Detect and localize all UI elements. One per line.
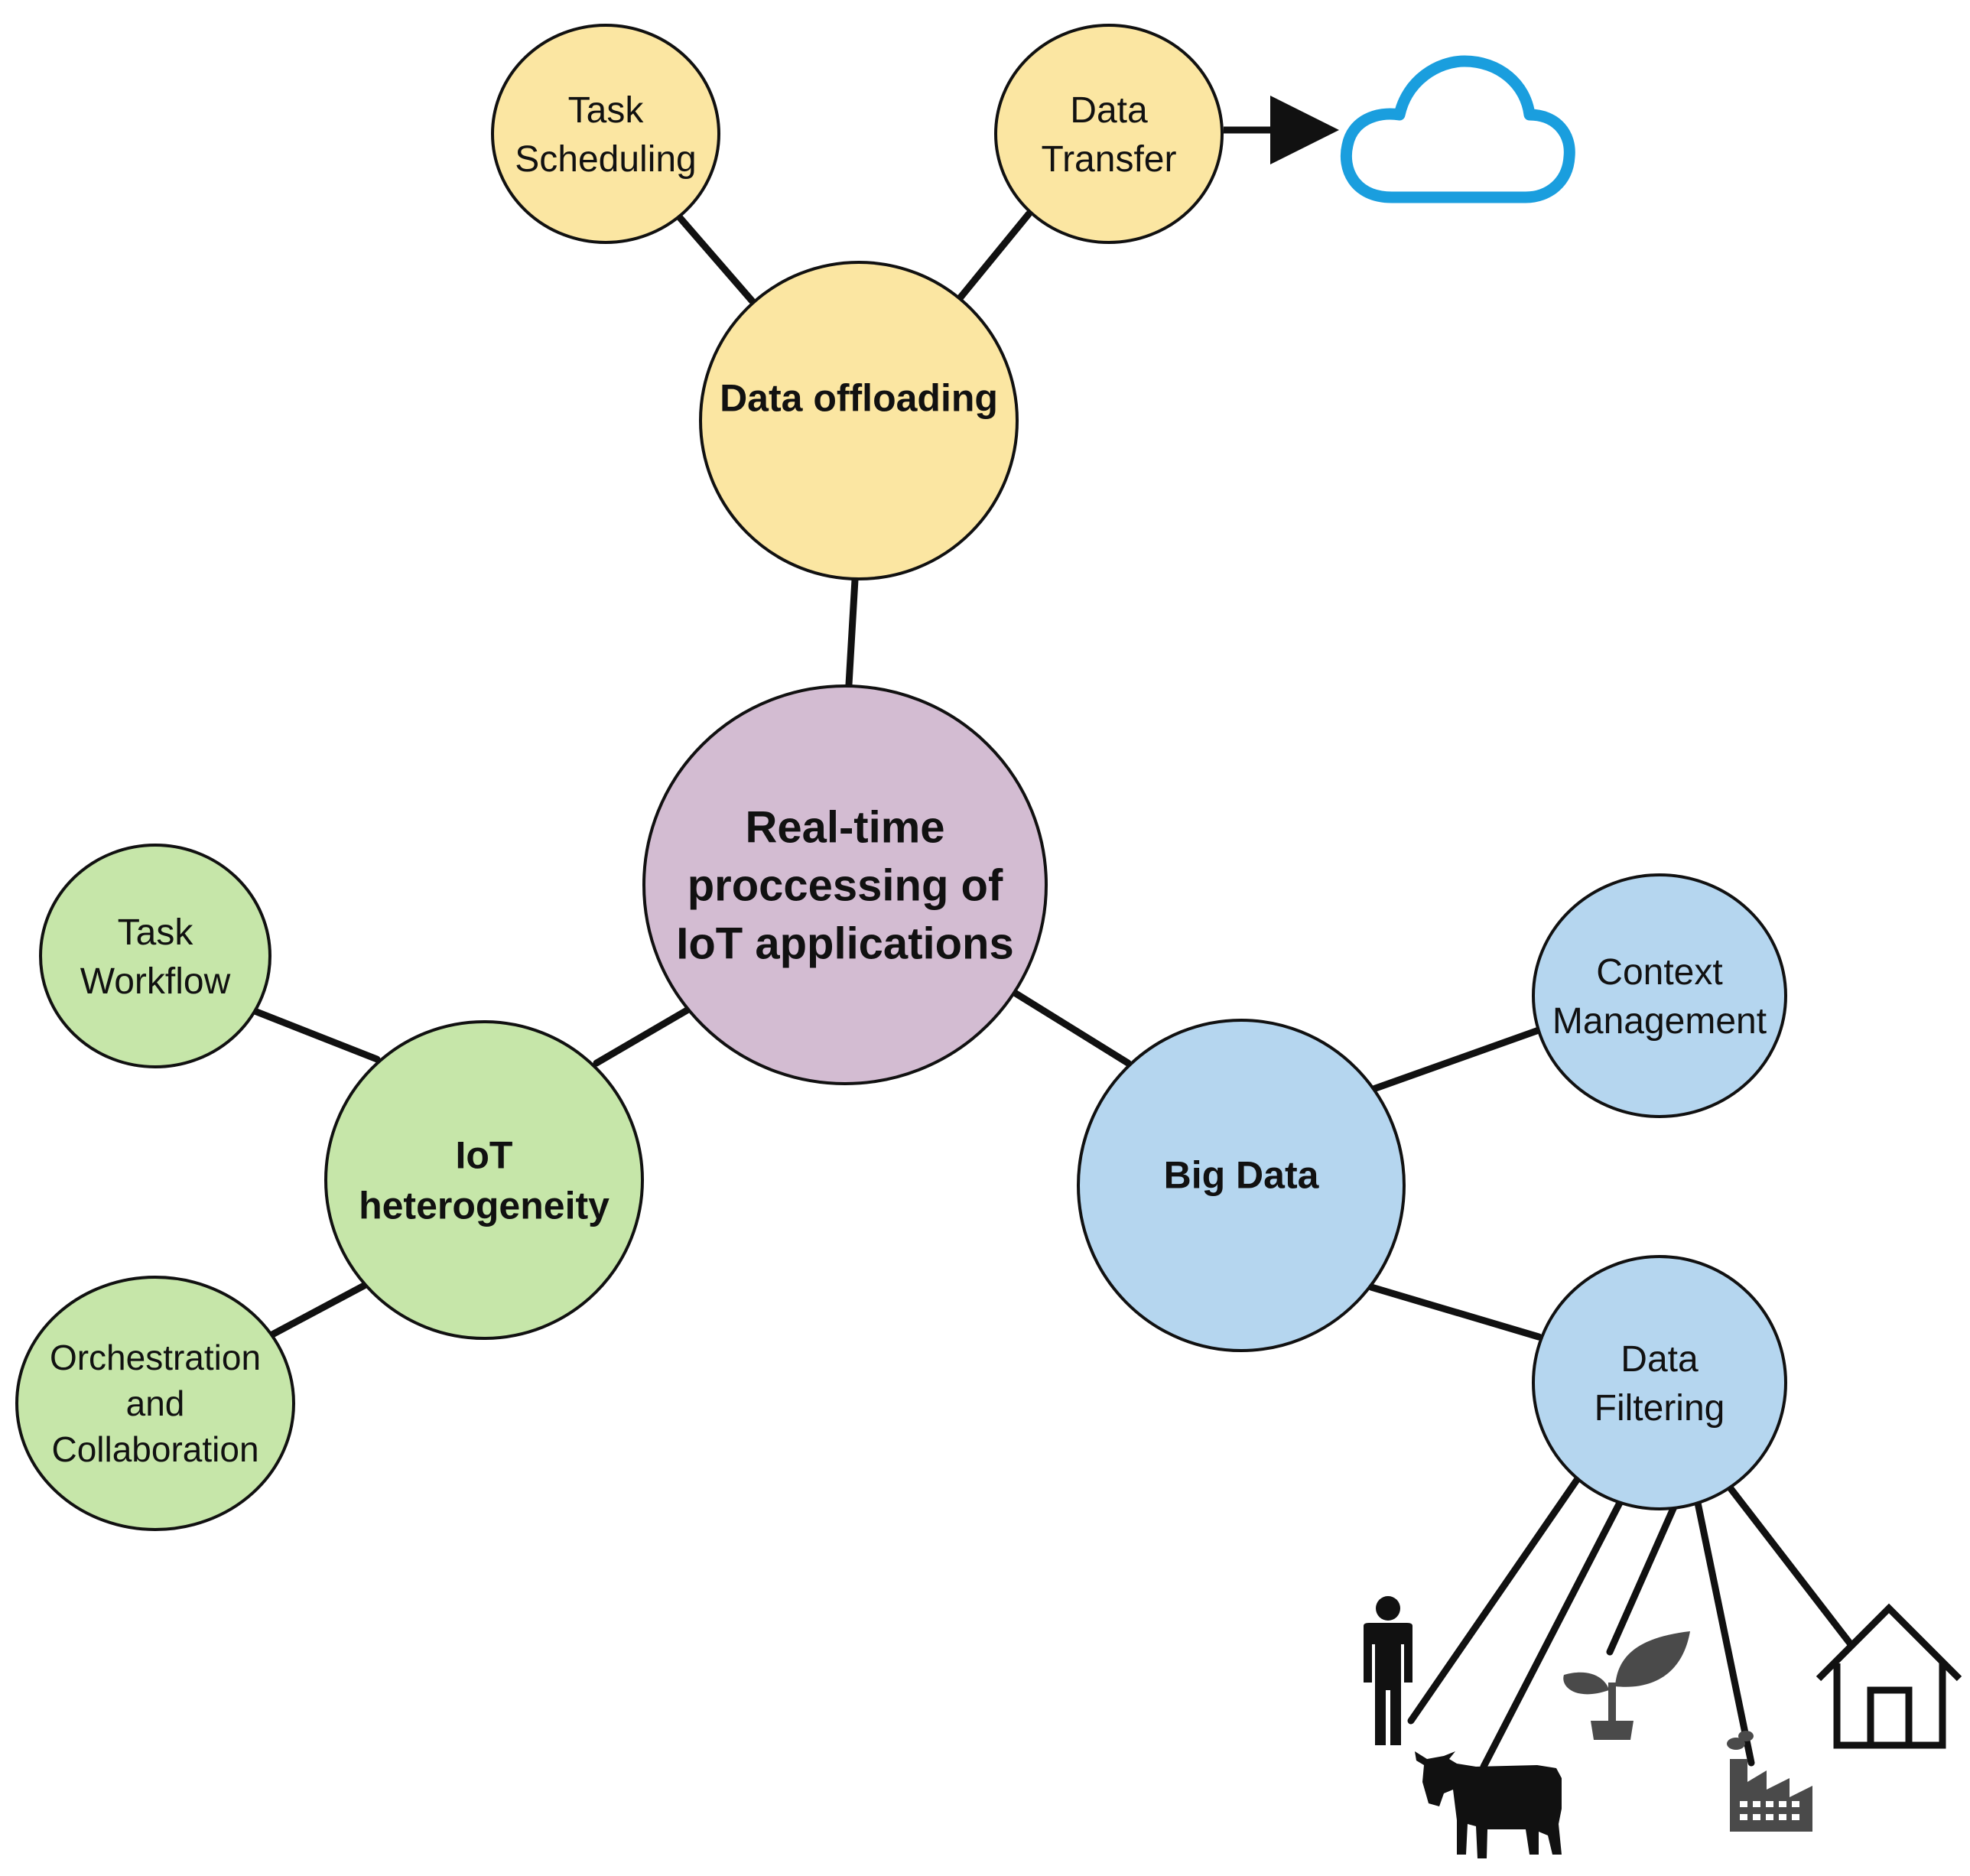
node-realtime-processing: Real-time proccessing of IoT applications — [642, 684, 1048, 1085]
node-task-scheduling-label-line: Task — [568, 90, 645, 131]
node-task-scheduling-label-line: Scheduling — [515, 139, 697, 180]
node-task-workflow-label-line: Workflow — [80, 961, 231, 1002]
person-icon — [1364, 1596, 1412, 1745]
node-task-scheduling-circle — [491, 24, 720, 244]
connector-center-big-data — [1009, 988, 1132, 1067]
node-data-offloading: Data offloading — [699, 261, 1019, 580]
node-data-transfer-circle — [994, 24, 1224, 244]
node-data-transfer-label-line: Transfer — [1042, 139, 1177, 180]
factory-icon — [1727, 1731, 1812, 1832]
node-orchestration-collaboration-label-line: Collaboration — [51, 1429, 258, 1469]
connector-filtering-factory — [1694, 1499, 1755, 1767]
connector-big-data-filtering — [1367, 1283, 1543, 1341]
node-data-filtering-label-line: Data — [1621, 1339, 1699, 1380]
node-orchestration-collaboration-label-line: and — [126, 1383, 185, 1423]
node-data-offloading-circle — [699, 261, 1019, 580]
node-iot-heterogeneity-circle — [324, 1020, 644, 1340]
cow-icon — [1415, 1751, 1562, 1858]
node-data-offloading-label-line: Data offloading — [720, 377, 998, 420]
node-orchestration-collaboration-label-line: Orchestration — [50, 1338, 261, 1377]
node-context-management-label-line: Management — [1552, 1001, 1767, 1042]
node-orchestration-collaboration-circle — [15, 1276, 295, 1531]
node-realtime-processing-label-line: Real-time — [745, 802, 944, 852]
connector-big-data-context — [1367, 1026, 1543, 1094]
connector-center-offloading — [845, 576, 859, 688]
node-task-workflow-label-line: Task — [118, 912, 194, 953]
connector-heterogeneity-orchestration — [268, 1281, 369, 1338]
node-big-data-label-line: Big Data — [1164, 1154, 1320, 1197]
node-iot-heterogeneity-label-line: heterogeneity — [359, 1185, 610, 1227]
node-data-filtering-label-line: Filtering — [1595, 1388, 1725, 1429]
cloud-icon — [1340, 55, 1575, 203]
node-context-management-circle — [1532, 873, 1787, 1118]
node-iot-heterogeneity-label-line: IoT — [456, 1134, 513, 1177]
node-big-data: Big Data — [1077, 1019, 1406, 1352]
connector-filtering-person — [1407, 1476, 1581, 1725]
node-realtime-processing-label-line: IoT applications — [676, 918, 1014, 968]
connector-heterogeneity-task-workflow — [251, 1007, 381, 1063]
connector-offloading-data-transfer — [956, 210, 1032, 302]
node-context-management-label-line: Context — [1596, 952, 1722, 993]
node-data-transfer-label-line: Data — [1070, 90, 1148, 131]
connector-filtering-house — [1726, 1484, 1855, 1648]
connectors — [251, 210, 1855, 1770]
connector-filtering-plant — [1606, 1501, 1679, 1656]
node-realtime-processing-circle — [642, 684, 1048, 1085]
node-big-data-circle — [1077, 1019, 1406, 1352]
house-icon — [1816, 1603, 1962, 1749]
connector-filtering-cow — [1480, 1499, 1624, 1770]
node-data-filtering-circle — [1532, 1255, 1787, 1510]
node-task-workflow-circle — [39, 844, 271, 1068]
node-iot-heterogeneity: IoT heterogeneity — [324, 1020, 644, 1340]
node-realtime-processing-label-line: proccessing of — [688, 860, 1003, 910]
connector-offloading-task-scheduling — [673, 210, 756, 304]
connector-center-heterogeneity — [593, 1006, 692, 1067]
plant-icon — [1563, 1631, 1690, 1740]
